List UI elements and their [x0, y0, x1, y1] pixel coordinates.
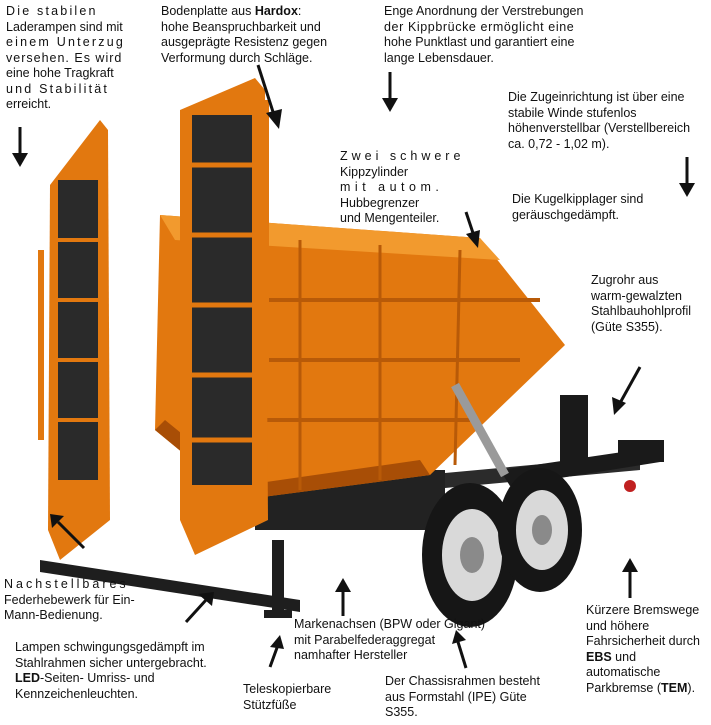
arrow-icon: [612, 366, 642, 415]
caption-chassis-frame: Der Chassisrahmen besteht aus Formstahl …: [385, 674, 540, 719]
caption-struts: Enge Anordnung der Verstrebungen der Kip…: [384, 4, 584, 65]
arrow-icon: [452, 630, 468, 669]
arrow-icon: [464, 211, 480, 248]
caption-support-legs: Teleskopierbare Stützfüße: [243, 682, 332, 712]
arrow-icon: [268, 635, 284, 668]
caption-axles: Markenachsen (BPW oder Gigant) mit Parab…: [294, 617, 486, 662]
caption-tipping-cylinders: Zwei schwere Kippzylinder mit autom. Hub…: [340, 149, 465, 225]
caption-spring-lift: Nachstellbares Federhebewerk für Ein- Ma…: [4, 577, 135, 622]
caption-brakes: Kürzere Bremswege und höhere Fahrsicherh…: [586, 603, 700, 695]
caption-hardox-floor: Bodenplatte aus Hardox: hohe Beanspruchb…: [161, 4, 328, 65]
support-leg: [264, 540, 292, 618]
loading-ramp-right: [180, 78, 269, 555]
arrow-icon: [12, 127, 28, 167]
loading-ramp-left: [38, 120, 110, 560]
caption-lamps: Lampen schwingungsgedämpft im Stahlrahme…: [15, 640, 207, 701]
arrow-icon: [622, 558, 638, 598]
arrow-icon: [382, 72, 398, 112]
arrow-icon: [679, 157, 695, 197]
caption-towing-device: Die Zugeinrichtung ist über eine stabile…: [508, 90, 691, 151]
arrow-icon: [50, 514, 86, 550]
arrow-icon: [335, 578, 351, 616]
caption-drawbar: Zugrohr aus warm-gewalzten Stahlbauhohlp…: [591, 273, 692, 334]
towing-hitch: [560, 395, 664, 492]
wheels: [422, 468, 582, 627]
tipping-cylinder: [451, 382, 509, 478]
caption-ball-bearings: Die Kugelkipplager sind geräuschgedämpft…: [512, 192, 644, 222]
caption-loading-ramps: Die stabilen Laderampen sind mit einem U…: [6, 4, 126, 111]
arrow-icon: [256, 64, 282, 129]
arrow-icon: [184, 592, 214, 624]
